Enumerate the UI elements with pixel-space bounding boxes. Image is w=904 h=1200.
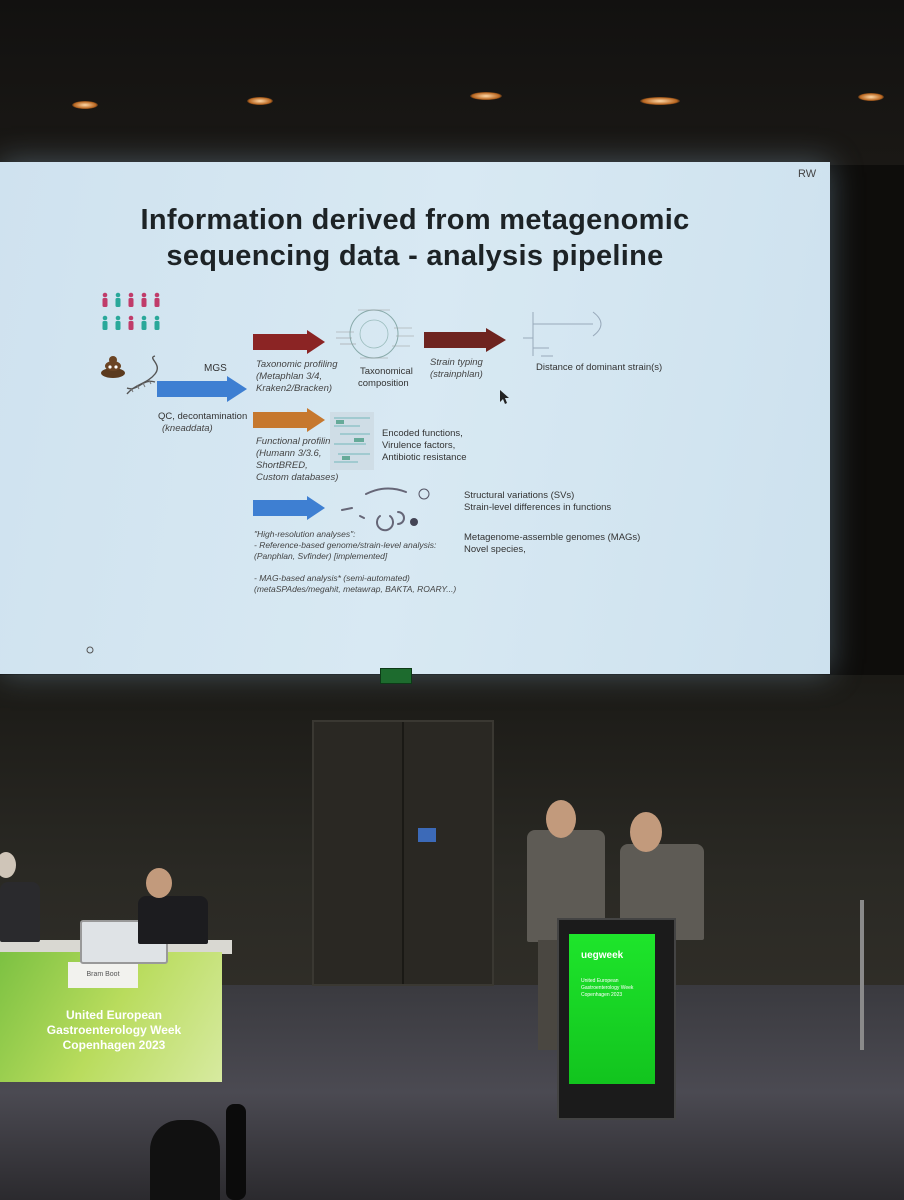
people-icon-group (102, 292, 160, 330)
seated-panelist-left (0, 882, 40, 942)
tax-composition-line-1: Taxonomical (360, 366, 413, 377)
tax-profiling-line-2: (Metaphlan 3/4, (256, 371, 323, 382)
ceiling-light (470, 92, 502, 100)
hires-line-5: - MAG-based analysis* (semi-automated) (254, 573, 410, 583)
panelist-head (146, 868, 172, 898)
panelist-head (0, 852, 16, 878)
ceiling-light (858, 93, 884, 101)
slide-corner-label: RW (798, 168, 817, 180)
hires-results-line-1: Structural variations (SVs) (464, 490, 575, 501)
qc-label: QC, decontamination (158, 411, 248, 422)
lectern-text-1: United European (581, 978, 619, 984)
banner-line-2: Gastroenterology Week (46, 1023, 182, 1037)
strain-typing-line-2: (strainphlan) (430, 369, 483, 380)
ceiling-light (640, 97, 680, 105)
hires-line-6: (metaSPAdes/megahit, metawrap, BAKTA, RO… (254, 584, 457, 594)
func-results-line-2: Virulence factors, (382, 440, 456, 451)
banner-line-3: Copenhagen 2023 (62, 1038, 166, 1052)
stool-sample-icon (101, 356, 125, 378)
phylogenetic-tree-graphic (523, 311, 602, 357)
func-profiling-line-2: (Humann 3/3.6, (256, 448, 322, 459)
tax-profiling-line-1: Taxonomic profiling (256, 359, 338, 370)
hires-results-line-5: Novel species, (464, 544, 526, 555)
func-profiling-line-3: ShortBRED, (256, 460, 308, 471)
lectern-logo: uegweek (581, 950, 624, 961)
audience-silhouette (150, 1120, 220, 1200)
distance-label: Distance of dominant strain(s) (536, 362, 663, 373)
ceiling-light (247, 97, 273, 105)
mgs-label: MGS (204, 363, 227, 374)
banner-line-1: United European (65, 1008, 162, 1022)
stage-railing (860, 900, 864, 1050)
slide-title-line-2: sequencing data - analysis pipeline (166, 240, 664, 272)
high-resolution-arrow (253, 496, 325, 520)
mgs-arrow (157, 376, 247, 402)
qc-tool-label: (kneaddata) (162, 423, 213, 434)
functional-arrow (253, 408, 325, 432)
slide-footer-icon (86, 646, 94, 654)
tax-profiling-line-3: Kraken2/Bracken) (256, 383, 333, 394)
lectern: uegweek United European Gastroenterology… (557, 918, 676, 1120)
nameplate: Bram Boot (68, 962, 138, 988)
genome-fragments-graphic (341, 487, 430, 532)
projection-screen: RW Information derived from metagenomic … (0, 162, 830, 674)
tax-composition-line-2: composition (358, 378, 409, 389)
func-profiling-line-1: Functional profiling (256, 436, 336, 447)
func-results-line-3: Antibiotic resistance (382, 452, 467, 463)
hires-line-2: - Reference-based genome/strain-level an… (254, 540, 437, 550)
taxonomy-tree-graphic (336, 309, 414, 359)
lectern-display: uegweek United European Gastroenterology… (569, 934, 655, 1084)
exit-sign (380, 668, 412, 684)
taxonomic-arrow (253, 330, 325, 354)
speaker-head (630, 812, 662, 852)
ceiling-light (72, 101, 98, 109)
hires-line-3: (Panphlan, Svfinder) [implemented] (254, 551, 388, 561)
hires-results-line-2: Strain-level differences in functions (464, 502, 612, 513)
hires-results-line-4: Metagenome-assemble genomes (MAGs) (464, 532, 641, 543)
slide-title-line-1: Information derived from metagenomic (140, 204, 690, 236)
lectern-text-3: Copenhagen 2023 (581, 992, 623, 998)
dna-icon (126, 355, 158, 395)
hires-line-1: "High-resolution analyses": (254, 529, 356, 539)
camera-tripod-silhouette (226, 1104, 246, 1200)
pathway-map-graphic (330, 412, 374, 470)
ceiling (0, 0, 904, 165)
strain-typing-arrow (424, 328, 506, 352)
speaker-head (546, 800, 576, 838)
func-profiling-line-4: Custom databases) (256, 472, 339, 483)
strain-typing-line-1: Strain typing (430, 357, 483, 368)
lectern-text-2: Gastroenterology Week (581, 985, 634, 991)
mouse-cursor-icon (500, 390, 509, 404)
seated-panelist (138, 896, 208, 944)
stage-door (312, 720, 494, 986)
func-results-line-1: Encoded functions, (382, 428, 463, 439)
